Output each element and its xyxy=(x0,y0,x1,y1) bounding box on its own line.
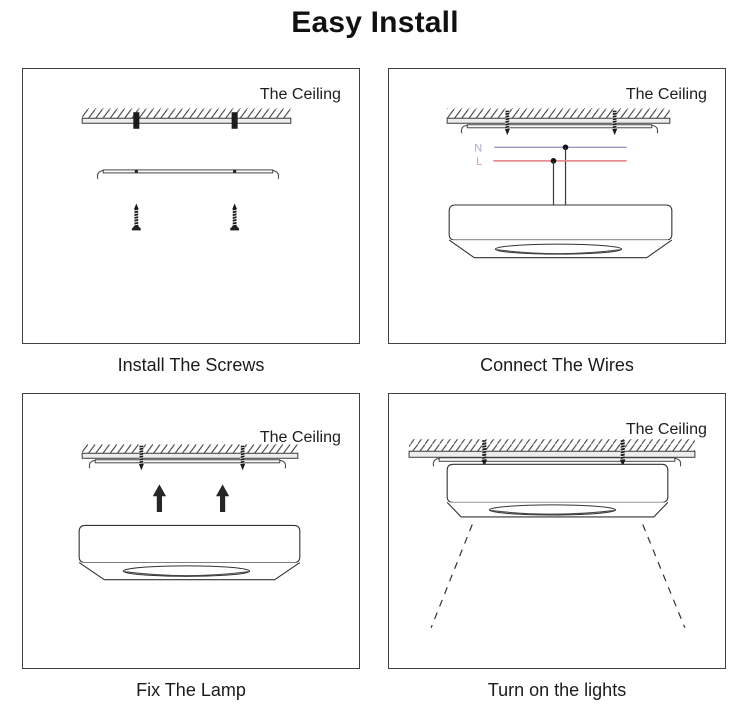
lamp-rim xyxy=(78,562,301,581)
panel-install-screws: The Ceiling xyxy=(22,68,360,344)
diagram-connect-wires: The Ceiling N L xyxy=(446,85,707,259)
lamp-lens-edge xyxy=(490,509,615,515)
lamp-lens xyxy=(488,504,617,516)
ceiling-slab xyxy=(81,452,299,459)
ceiling-label: The Ceiling xyxy=(626,85,707,103)
mounting-bracket xyxy=(88,459,287,469)
panel-turn-on-lights: The Ceiling xyxy=(388,393,726,669)
mounting-bracket xyxy=(460,124,659,134)
ceiling-hatch xyxy=(409,439,695,452)
up-arrow-icon xyxy=(215,484,230,512)
caption-turn-on-lights: Turn on the lights xyxy=(487,680,627,700)
screw-icon xyxy=(138,445,145,471)
screw-icon xyxy=(229,203,240,231)
lamp-lens-edge xyxy=(124,571,249,577)
panel-fix-lamp: The Ceiling xyxy=(22,393,360,669)
diagram-fix-lamp: The Ceiling xyxy=(78,428,341,581)
screw-icon xyxy=(611,110,618,136)
lamp-rim xyxy=(448,239,673,259)
mounting-bracket xyxy=(432,457,682,467)
ceiling-hatch xyxy=(447,108,670,119)
ceiling-slab xyxy=(408,450,696,458)
wire-n-label: N xyxy=(474,142,482,154)
diagram-install-screws: The Ceiling xyxy=(81,85,341,231)
ceiling-hatch xyxy=(82,444,298,454)
screw-icon xyxy=(239,445,246,471)
caption-install-screws: Install The Screws xyxy=(117,355,265,375)
diagram-turn-on-lights: The Ceiling xyxy=(408,420,707,629)
ceiling-label: The Ceiling xyxy=(260,85,341,103)
caption-fix-lamp: Fix The Lamp xyxy=(136,680,246,700)
ceiling-label: The Ceiling xyxy=(260,428,341,446)
ceiling-slab xyxy=(446,117,671,124)
screw-icon xyxy=(504,110,511,136)
lamp-body xyxy=(78,524,301,564)
wall-anchor-icon xyxy=(231,112,238,129)
wire-junction-dot xyxy=(550,158,557,164)
page-title: Easy Install xyxy=(291,6,459,39)
screw-icon xyxy=(619,439,626,468)
bracket-hole xyxy=(233,169,237,174)
bracket-hole xyxy=(134,169,138,174)
ceiling xyxy=(446,108,671,124)
up-arrow-icon xyxy=(152,484,167,512)
wall-anchor-icon xyxy=(133,112,140,129)
mounting-bracket xyxy=(96,169,280,180)
wire-live: L xyxy=(476,156,627,205)
lamp-body xyxy=(446,463,669,503)
caption-connect-wires: Connect The Wires xyxy=(480,355,634,375)
panel-connect-wires: The Ceiling N L xyxy=(388,68,726,344)
ceiling xyxy=(408,439,696,458)
wire-neutral: N xyxy=(474,142,627,205)
screw-icon xyxy=(481,439,488,468)
ceiling xyxy=(81,108,292,124)
lamp xyxy=(446,463,669,518)
lamp xyxy=(448,204,673,259)
ceiling-label: The Ceiling xyxy=(626,420,707,438)
light-beam xyxy=(642,524,686,629)
screw-icon xyxy=(131,203,142,231)
ceiling-slab xyxy=(81,117,292,124)
ceiling-hatch xyxy=(82,108,291,119)
light-beam xyxy=(430,524,473,629)
lamp-lens xyxy=(122,565,251,577)
wire-l-label: L xyxy=(476,156,482,168)
ceiling xyxy=(81,444,299,459)
lamp-lens-edge xyxy=(496,249,621,255)
lamp-body xyxy=(448,204,673,241)
lamp xyxy=(78,524,301,581)
